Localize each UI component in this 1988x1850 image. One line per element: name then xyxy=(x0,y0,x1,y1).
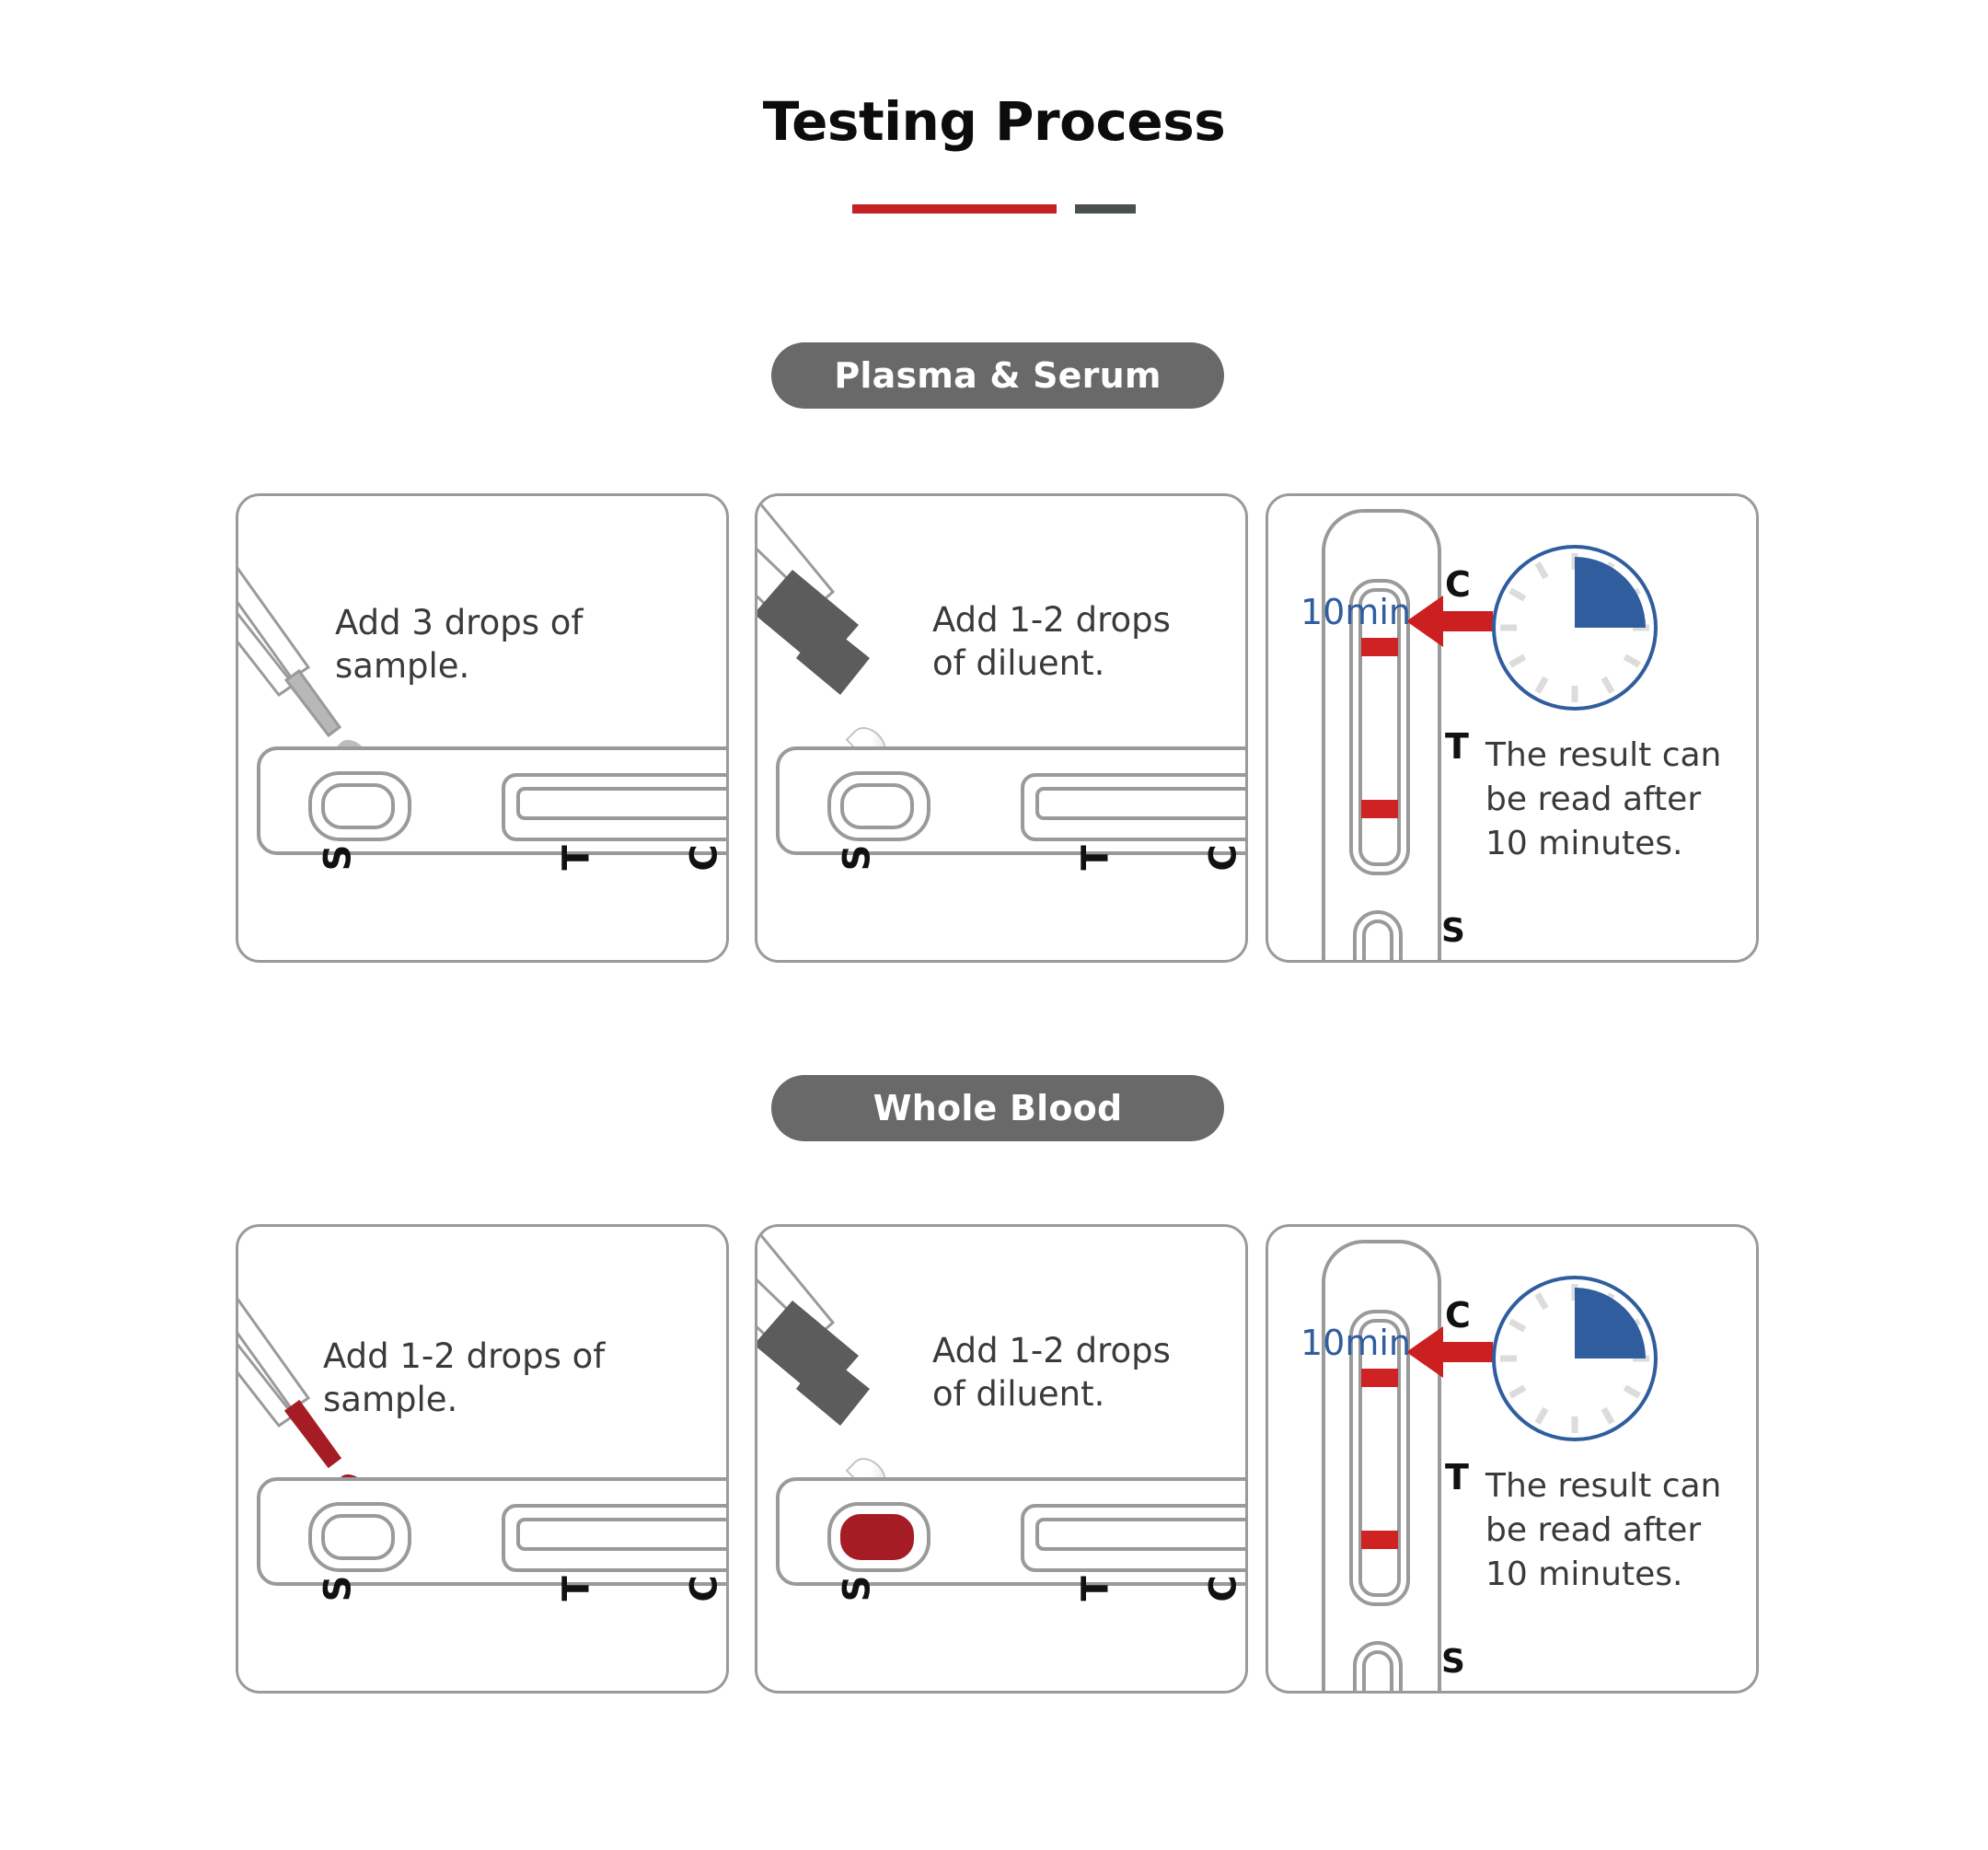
sample-well xyxy=(308,1502,411,1572)
step-caption: The result can be read after 10 minutes. xyxy=(1485,1467,1722,1593)
result-window xyxy=(502,1504,726,1572)
control-line-label: C xyxy=(1445,564,1471,605)
test-cassette-horizontal: S T C xyxy=(257,1477,726,1602)
step-caption: Add 1-2 drops of sample. xyxy=(323,1336,606,1419)
step-card-plasma-2: Add 1-2 drops of diluent. S T C xyxy=(755,493,1248,963)
dropper-bottle-icon xyxy=(757,1229,870,1426)
sample-well-inner-filled xyxy=(840,1514,914,1560)
result-window-inner xyxy=(1035,1518,1245,1551)
test-cassette-vertical xyxy=(1322,509,1441,960)
test-cassette-horizontal: S T C xyxy=(257,746,726,872)
test-line-label: T xyxy=(1445,726,1469,767)
sample-well-label: S xyxy=(317,844,360,872)
sample-well xyxy=(827,771,930,841)
sample-well-inner xyxy=(840,783,914,829)
step-caption: The result can be read after 10 minutes. xyxy=(1485,736,1722,862)
sample-well-inner xyxy=(321,1514,395,1560)
pipette-icon xyxy=(238,1298,342,1469)
cassette-body xyxy=(776,746,1245,855)
section-badge-plasma-serum: Plasma & Serum xyxy=(771,342,1224,409)
page-title: Testing Process xyxy=(762,90,1226,153)
sample-well-label: S xyxy=(836,844,879,872)
control-line-label: C xyxy=(1202,844,1245,872)
result-window xyxy=(1021,773,1245,841)
test-line-label: T xyxy=(1445,1457,1469,1497)
step-card-blood-1: Add 1-2 drops of sample. S T C xyxy=(236,1224,729,1694)
step-card-blood-3: C T S 10min The re xyxy=(1266,1224,1759,1694)
sample-well-label: S xyxy=(1441,912,1465,950)
step-caption: Add 1-2 drops of diluent. xyxy=(932,1331,1171,1414)
result-window-inner xyxy=(516,1518,726,1551)
sample-well-label: S xyxy=(836,1575,879,1602)
step-caption: Add 3 drops of sample. xyxy=(335,603,584,686)
step-card-plasma-1: Add 3 drops of sample. S T C xyxy=(236,493,729,963)
test-line-label: T xyxy=(1074,1576,1117,1601)
divider-grey-bar xyxy=(1075,204,1136,214)
divider-red-bar xyxy=(852,204,1057,214)
timer-label: 10min xyxy=(1300,1323,1411,1363)
cassette-body xyxy=(257,746,726,855)
step-caption: Add 1-2 drops of diluent. xyxy=(932,600,1171,683)
test-line-label: T xyxy=(555,845,598,871)
step-card-blood-2: Add 1-2 drops of diluent. S T C xyxy=(755,1224,1248,1694)
left-arrow-icon xyxy=(1406,595,1493,647)
timer-clock-icon xyxy=(1492,1276,1658,1441)
dropper-bottle-icon xyxy=(757,498,870,695)
result-window-inner xyxy=(1035,787,1245,820)
sample-well-label: S xyxy=(1441,1643,1465,1681)
test-line-label: T xyxy=(1074,845,1117,871)
sample-well-label: S xyxy=(317,1575,360,1602)
timer-clock-icon xyxy=(1492,545,1658,711)
result-window xyxy=(502,773,726,841)
control-line-label: C xyxy=(1445,1295,1471,1335)
divider-gap xyxy=(1057,204,1075,214)
timer-label: 10min xyxy=(1300,592,1411,632)
test-cassette-horizontal: S T C xyxy=(776,746,1245,872)
cassette-body xyxy=(257,1477,726,1586)
test-cassette-horizontal: S T C xyxy=(776,1477,1245,1602)
result-window xyxy=(1021,1504,1245,1572)
cassette-body xyxy=(776,1477,1245,1586)
section-badge-whole-blood: Whole Blood xyxy=(771,1075,1224,1141)
pipette-icon xyxy=(238,567,342,738)
control-line-label: C xyxy=(683,1575,726,1602)
control-line-label: C xyxy=(683,844,726,872)
result-window-inner xyxy=(516,787,726,820)
left-arrow-icon xyxy=(1406,1326,1493,1378)
step-card-plasma-3: C T S 10min The re xyxy=(1266,493,1759,963)
test-line-label: T xyxy=(555,1576,598,1601)
sample-well-inner xyxy=(321,783,395,829)
test-cassette-vertical xyxy=(1322,1240,1441,1691)
sample-well xyxy=(827,1502,930,1572)
control-line-label: C xyxy=(1202,1575,1245,1602)
sample-well xyxy=(308,771,411,841)
title-divider xyxy=(852,204,1136,214)
